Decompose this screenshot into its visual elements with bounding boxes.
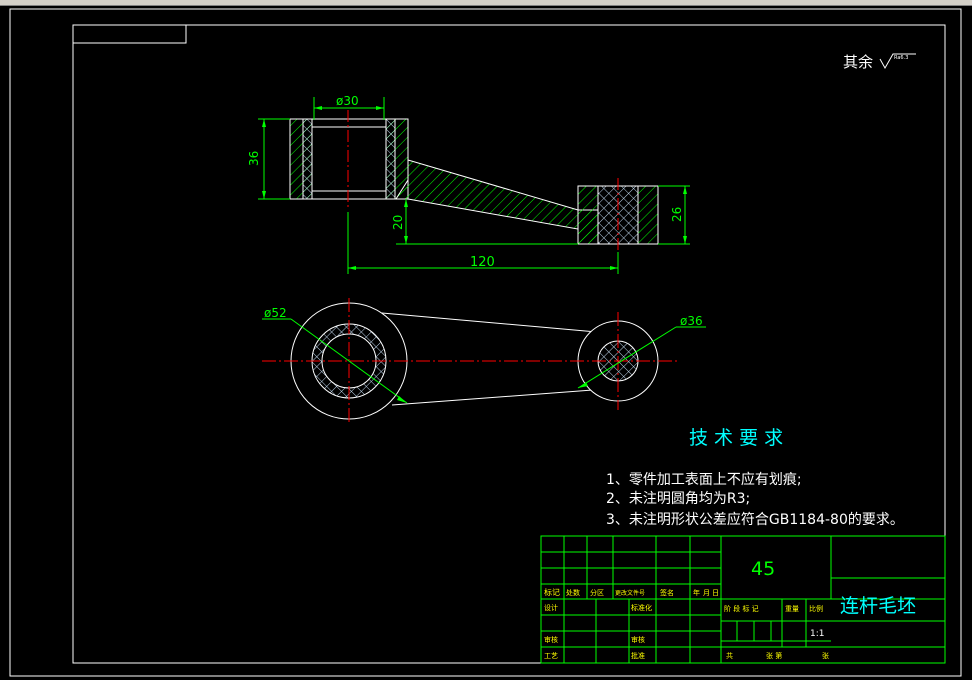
dim-small-end-height: 26	[670, 207, 684, 222]
inner-border-frame	[72, 24, 946, 664]
scale-value: 1:1	[810, 629, 824, 639]
dim-top-bore: ø30	[336, 94, 359, 108]
label-standardize: 标准化	[631, 603, 652, 612]
label-check: 审核	[631, 635, 645, 644]
roughness-label: 其余	[843, 53, 873, 71]
dim-arm-offset: 20	[391, 215, 405, 230]
label-signature: 签名	[660, 588, 674, 597]
roughness-value: Ra6.3	[894, 55, 908, 61]
label-day: 日	[712, 589, 719, 597]
label-approve: 批准	[631, 651, 645, 660]
label-month: 月	[703, 589, 710, 597]
label-stage-mark: 阶 段 标 记	[724, 604, 759, 613]
outer-sheet-frame	[9, 8, 962, 677]
dim-center-distance: 120	[470, 255, 495, 270]
dim-big-end-dia: ø52	[264, 306, 287, 320]
label-designer: 设计	[544, 603, 558, 612]
label-scale: 比例	[809, 604, 823, 613]
front-section-view: ø30 36 20 120 26	[247, 94, 690, 274]
tech-item-1: 1、零件加工表面上不应有划痕;	[606, 471, 802, 488]
label-sheet-unit: 张	[822, 651, 829, 660]
title-block	[540, 535, 946, 664]
top-view: ø52 ø36	[262, 298, 706, 424]
bore-region	[311, 118, 387, 200]
label-process: 工艺	[544, 652, 558, 660]
label-sheets-total: 共	[726, 651, 733, 660]
material-value: 45	[751, 558, 775, 580]
title-block-text: 45 连杆毛坯 1:1 标记 处数 分区 更改文件号 签名 年 月 日 设计 标…	[544, 558, 916, 660]
tech-item-3: 3、未注明形状公差应符合GB1184-80的要求。	[606, 511, 904, 528]
part-name: 连杆毛坯	[840, 595, 916, 617]
dim-small-end-dia: ø36	[680, 314, 703, 328]
window-top-strip	[0, 0, 972, 6]
roughness-note: 其余 Ra6.3	[843, 53, 916, 71]
label-count: 处数	[566, 588, 580, 597]
code-box	[72, 24, 187, 44]
label-mark: 标记	[544, 587, 560, 597]
label-weight: 重量	[785, 605, 799, 613]
connecting-arm-section	[395, 158, 599, 245]
roughness-symbol-icon	[879, 53, 916, 70]
label-zone: 分区	[590, 588, 604, 597]
label-review: 审核	[544, 635, 558, 644]
tech-title: 技 术 要 求	[689, 427, 783, 449]
label-change-doc: 更改文件号	[615, 589, 645, 597]
dim-top-height: 36	[247, 151, 261, 166]
label-year: 年	[693, 588, 700, 597]
tech-item-2: 2、未注明圆角均为R3;	[606, 491, 750, 507]
technical-requirements: 技 术 要 求 1、零件加工表面上不应有划痕; 2、未注明圆角均为R3; 3、未…	[606, 427, 904, 528]
label-sheet-no: 张 第	[766, 651, 782, 660]
